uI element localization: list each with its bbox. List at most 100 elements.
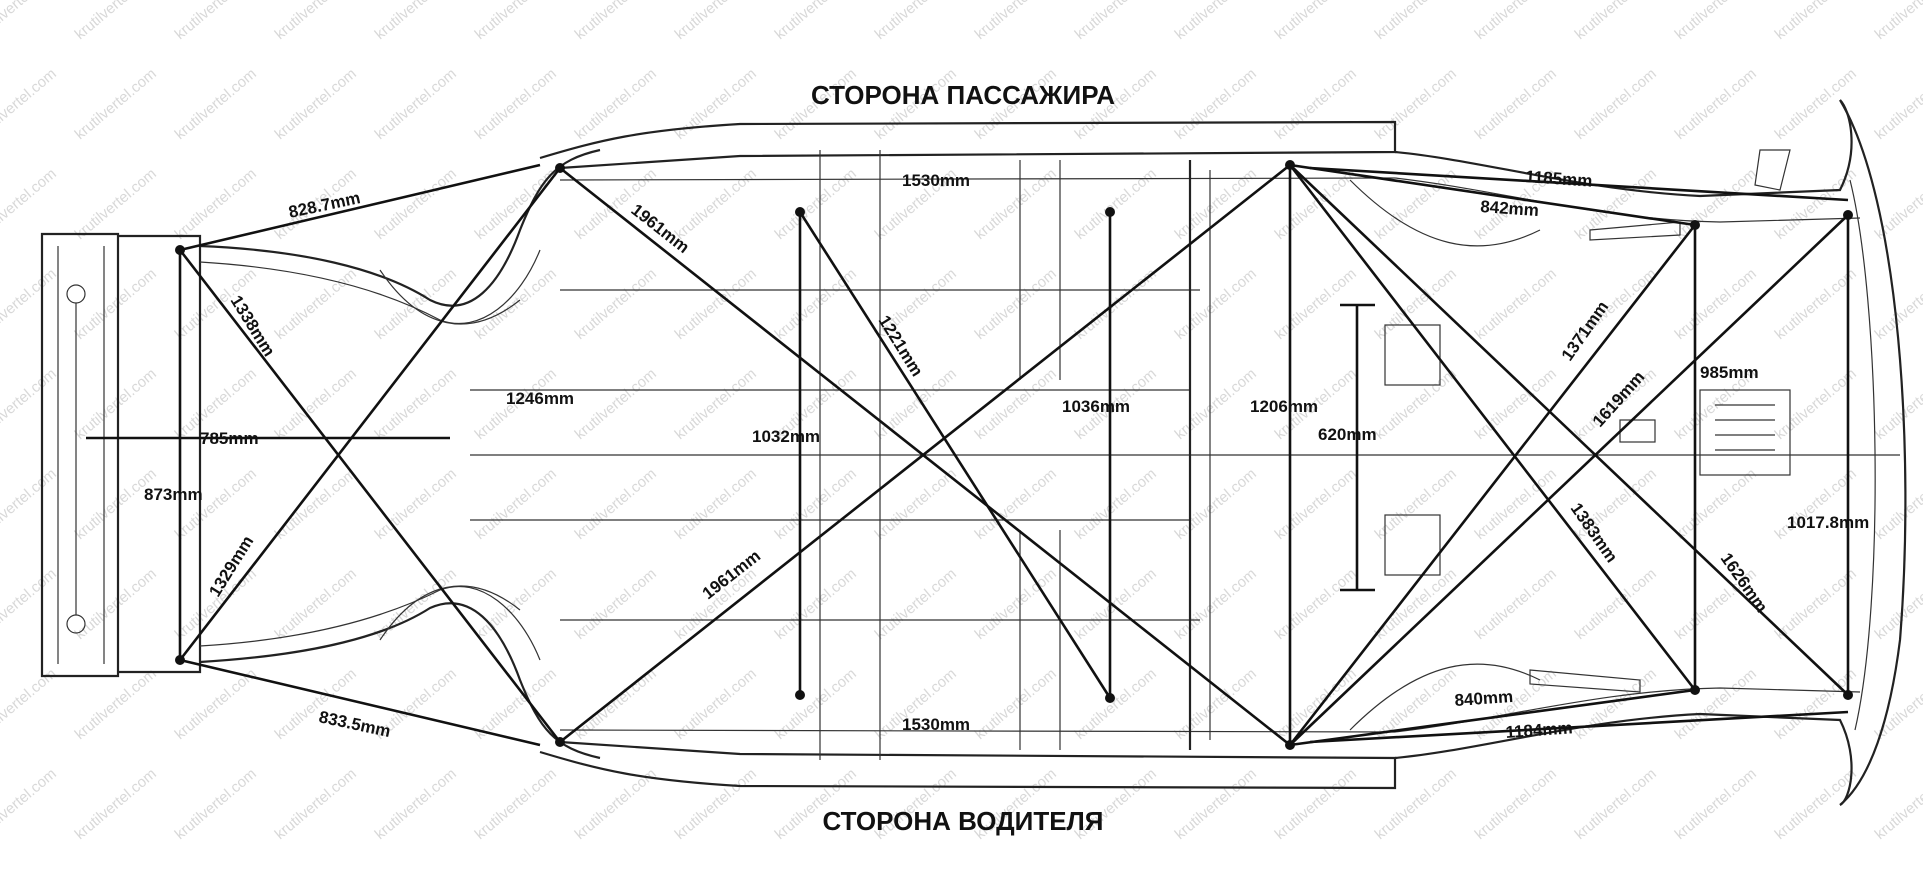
watermark-text: krutilvertel.com bbox=[572, 365, 660, 443]
watermark-text: krutilvertel.com bbox=[1272, 0, 1360, 43]
watermark-text: krutilvertel.com bbox=[1872, 765, 1923, 843]
dim-1338: 1338mm bbox=[227, 292, 279, 360]
watermark-text: krutilvertel.com bbox=[1272, 165, 1360, 243]
watermark-text: krutilvertel.com bbox=[372, 765, 460, 843]
watermark-text: krutilvertel.com bbox=[572, 665, 660, 743]
watermark-text: krutilvertel.com bbox=[172, 465, 260, 543]
watermark-text: krutilvertel.com bbox=[772, 265, 860, 343]
watermark-text: krutilvertel.com bbox=[672, 765, 760, 843]
watermark-text: krutilvertel.com bbox=[0, 265, 60, 343]
watermark-text: krutilvertel.com bbox=[1772, 265, 1860, 343]
watermark-text: krutilvertel.com bbox=[1672, 765, 1760, 843]
dim-985: 985mm bbox=[1700, 363, 1759, 382]
watermark-text: krutilvertel.com bbox=[72, 765, 160, 843]
watermark-text: krutilvertel.com bbox=[672, 465, 760, 543]
watermark-text: krutilvertel.com bbox=[972, 265, 1060, 343]
watermark-text: krutilvertel.com bbox=[1872, 65, 1923, 143]
dim-1206: 1206mm bbox=[1250, 397, 1318, 416]
watermark-text: krutilvertel.com bbox=[972, 365, 1060, 443]
watermark-text: krutilvertel.com bbox=[1872, 565, 1923, 643]
watermark-text: krutilvertel.com bbox=[1872, 665, 1923, 743]
watermark-text: krutilvertel.com bbox=[1172, 565, 1260, 643]
watermark-text: krutilvertel.com bbox=[1172, 265, 1260, 343]
watermark-text: krutilvertel.com bbox=[372, 165, 460, 243]
watermark-text: krutilvertel.com bbox=[272, 0, 360, 43]
watermark-text: krutilvertel.com bbox=[672, 365, 760, 443]
watermark-text: krutilvertel.com bbox=[472, 0, 560, 43]
watermark-text: krutilvertel.com bbox=[772, 0, 860, 43]
dim-1619: 1619mm bbox=[1589, 367, 1649, 430]
watermark-text: krutilvertel.com bbox=[1072, 465, 1160, 543]
watermark-text: krutilvertel.com bbox=[372, 65, 460, 143]
watermark-text: krutilvertel.com bbox=[972, 165, 1060, 243]
passenger-side-title: СТОРОНА ПАССАЖИРА bbox=[811, 80, 1115, 110]
driver-side-title: СТОРОНА ВОДИТЕЛЯ bbox=[823, 806, 1104, 836]
watermark-text: krutilvertel.com bbox=[172, 0, 260, 43]
watermark-text: krutilvertel.com bbox=[1672, 165, 1760, 243]
watermark-text: krutilvertel.com bbox=[672, 265, 760, 343]
watermark-text: krutilvertel.com bbox=[1872, 0, 1923, 43]
watermark-text: krutilvertel.com bbox=[572, 65, 660, 143]
watermark-text: krutilvertel.com bbox=[72, 465, 160, 543]
watermark-text: krutilvertel.com bbox=[772, 565, 860, 643]
dim-1530-bottom: 1530mm bbox=[902, 715, 970, 734]
watermark-text: krutilvertel.com bbox=[1872, 365, 1923, 443]
watermark-text: krutilvertel.com bbox=[672, 165, 760, 243]
watermark-text: krutilvertel.com bbox=[1672, 265, 1760, 343]
dim-1371: 1371mm bbox=[1558, 298, 1613, 365]
watermark-text: krutilvertel.com bbox=[672, 0, 760, 43]
watermark-text: krutilvertel.com bbox=[1772, 65, 1860, 143]
watermark-text: krutilvertel.com bbox=[1772, 0, 1860, 43]
watermark-text: krutilvertel.com bbox=[572, 565, 660, 643]
watermark-text: krutilvertel.com bbox=[1072, 165, 1160, 243]
watermark-text: krutilvertel.com bbox=[572, 265, 660, 343]
watermark-text: krutilvertel.com bbox=[1572, 565, 1660, 643]
watermark-text: krutilvertel.com bbox=[772, 465, 860, 543]
watermark-text: krutilvertel.com bbox=[272, 765, 360, 843]
watermark-text: krutilvertel.com bbox=[1172, 165, 1260, 243]
watermark-text: krutilvertel.com bbox=[872, 0, 960, 43]
watermark-text: krutilvertel.com bbox=[1172, 465, 1260, 543]
watermark-text: krutilvertel.com bbox=[1272, 765, 1360, 843]
watermark-text: krutilvertel.com bbox=[1472, 565, 1560, 643]
watermark-text: krutilvertel.com bbox=[0, 365, 60, 443]
watermark-text: krutilvertel.com bbox=[1072, 0, 1160, 43]
watermark-text: krutilvertel.com bbox=[672, 665, 760, 743]
watermark-text: krutilvertel.com bbox=[272, 365, 360, 443]
watermark-text: krutilvertel.com bbox=[1672, 0, 1760, 43]
watermark-text: krutilvertel.com bbox=[1372, 0, 1460, 43]
watermark-text: krutilvertel.com bbox=[0, 165, 60, 243]
dim-1036: 1036mm bbox=[1062, 397, 1130, 416]
watermark-text: krutilvertel.com bbox=[0, 0, 60, 43]
watermark-text: krutilvertel.com bbox=[72, 165, 160, 243]
watermark-text: krutilvertel.com bbox=[372, 365, 460, 443]
watermark-text: krutilvertel.com bbox=[1272, 465, 1360, 543]
watermark-text: krutilvertel.com bbox=[0, 765, 60, 843]
watermark-text: krutilvertel.com bbox=[172, 765, 260, 843]
watermark-text: krutilvertel.com bbox=[1672, 65, 1760, 143]
watermark-text: krutilvertel.com bbox=[1772, 765, 1860, 843]
watermark-text: krutilvertel.com bbox=[1372, 65, 1460, 143]
measurement-points bbox=[175, 160, 1853, 750]
watermark-text: krutilvertel.com bbox=[472, 65, 560, 143]
watermark-text: krutilvertel.com bbox=[72, 65, 160, 143]
watermark-text: krutilvertel.com bbox=[472, 265, 560, 343]
dim-785: 785mm bbox=[200, 429, 259, 448]
watermark-text: krutilvertel.com bbox=[572, 165, 660, 243]
watermark-text: krutilvertel.com bbox=[872, 465, 960, 543]
watermark-text: krutilvertel.com bbox=[772, 165, 860, 243]
watermark-text: krutilvertel.com bbox=[1472, 765, 1560, 843]
watermark-text: krutilvertel.com bbox=[472, 565, 560, 643]
watermark-text: krutilvertel.com bbox=[1472, 65, 1560, 143]
dim-873: 873mm bbox=[144, 485, 203, 504]
watermark-text: krutilvertel.com bbox=[372, 465, 460, 543]
watermark-text: krutilvertel.com bbox=[872, 365, 960, 443]
dim-833-5: 833.5mm bbox=[317, 707, 392, 741]
dim-840: 840mm bbox=[1454, 687, 1514, 710]
watermark-text: krutilvertel.com bbox=[1172, 365, 1260, 443]
dim-1017-8: 1017.8mm bbox=[1787, 513, 1869, 532]
watermark-text: krutilvertel.com bbox=[1172, 765, 1260, 843]
vehicle-underbody-outline bbox=[40, 99, 1907, 806]
watermark-text: krutilvertel.com bbox=[1872, 165, 1923, 243]
